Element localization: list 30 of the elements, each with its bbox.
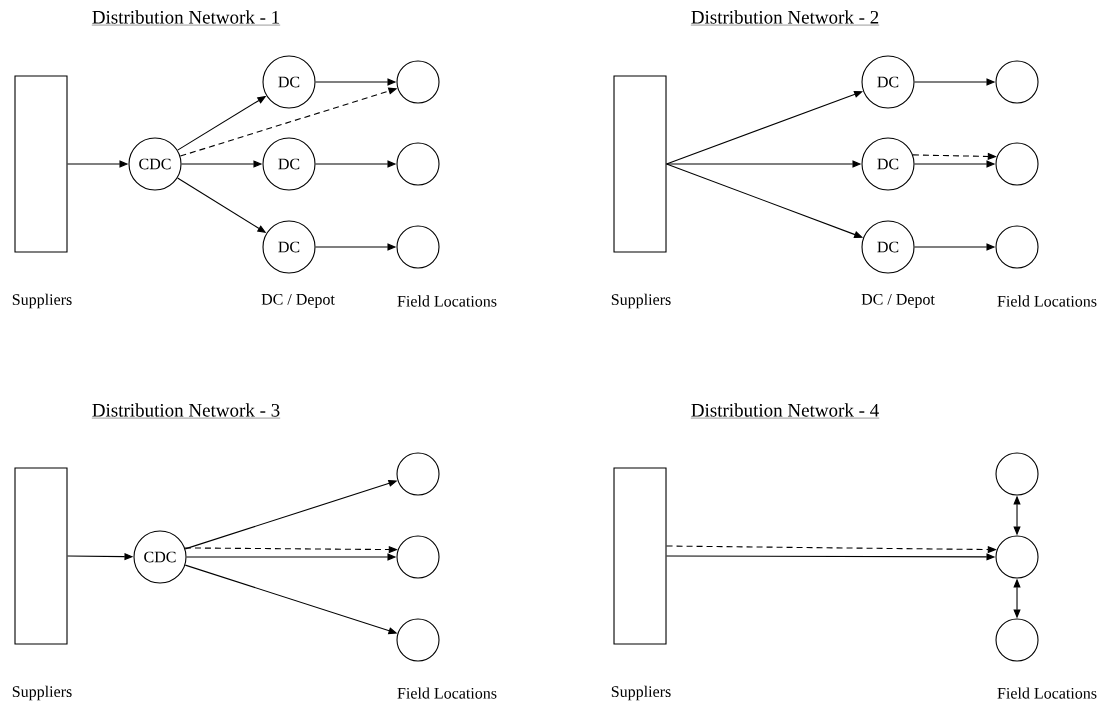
circle-node: DC bbox=[262, 55, 316, 109]
supplier-box bbox=[613, 467, 667, 645]
column-label: Field Locations bbox=[997, 687, 1097, 699]
location-circle bbox=[995, 142, 1039, 186]
column-label: Field Locations bbox=[397, 687, 497, 699]
supplier-box bbox=[14, 467, 68, 645]
location-circle bbox=[396, 535, 440, 579]
location-circle bbox=[995, 618, 1039, 662]
circle-node: CDC bbox=[133, 530, 187, 584]
location-circle bbox=[396, 142, 440, 186]
supplier-box bbox=[14, 75, 68, 253]
column-label: Suppliers bbox=[12, 685, 72, 701]
location-circle bbox=[396, 452, 440, 496]
location-circle bbox=[396, 225, 440, 269]
circle-node: DC bbox=[262, 220, 316, 274]
location-circle bbox=[995, 60, 1039, 104]
location-circle bbox=[396, 618, 440, 662]
circle-node: DC bbox=[262, 137, 316, 191]
location-circle bbox=[995, 452, 1039, 496]
supplier-box bbox=[613, 75, 667, 253]
circle-node: DC bbox=[861, 220, 915, 274]
location-circle bbox=[995, 225, 1039, 269]
circle-node: DC bbox=[861, 55, 915, 109]
circle-node: CDC bbox=[128, 137, 182, 191]
panel-title: Distribution Network - 1 bbox=[91, 10, 281, 26]
circle-node: DC bbox=[861, 137, 915, 191]
location-circle bbox=[995, 535, 1039, 579]
panel-title: Distribution Network - 2 bbox=[690, 10, 880, 26]
column-label: Suppliers bbox=[611, 685, 671, 701]
location-circle bbox=[396, 60, 440, 104]
